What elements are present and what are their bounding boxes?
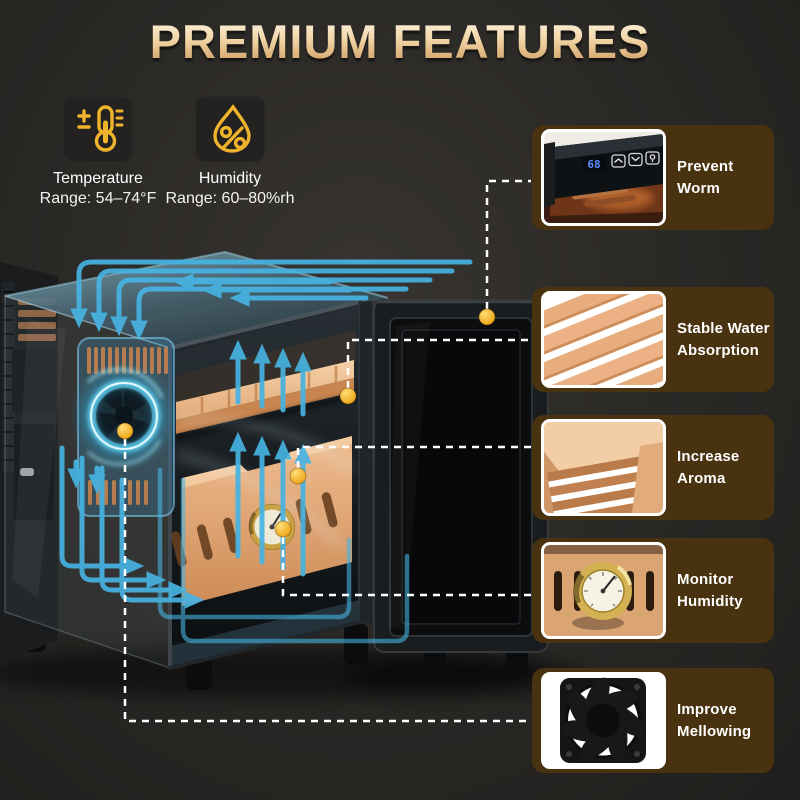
callout-marker-dots [116, 308, 496, 538]
open-glass-door [373, 299, 549, 653]
rear-electronics-cutaway [0, 262, 58, 662]
cooling-fan-thumbnail [541, 672, 666, 769]
spec-label: Humidity [198, 170, 262, 187]
cedar-drawer-thumbnail [541, 419, 666, 516]
spec-range: Range: 60–80%rh [165, 190, 295, 207]
control-panel-thumbnail: 68 [541, 129, 666, 226]
page-title: PREMIUM FEATURES [0, 14, 800, 69]
spec-range: Range: 54–74°F [39, 190, 157, 207]
callout-connector-lines [123, 179, 531, 723]
spec-humidity: Humidity Range: 60–80%rh [154, 96, 306, 210]
feature-label: Increase Aroma [677, 447, 740, 487]
panel-buttons [611, 151, 660, 168]
feature-card-improve-mellowing: Improve Mellowing [532, 668, 774, 773]
feature-label: Monitor Humidity [677, 570, 743, 610]
droplet-percent-icon [195, 96, 265, 162]
spec-label: Temperature [53, 170, 143, 187]
feature-label: Stable Water Absorption [677, 319, 770, 359]
airflow-arrows [59, 259, 473, 644]
feature-card-prevent-worm: 68 Prevent Worm [532, 125, 774, 230]
circulation-fan-glow [69, 361, 179, 471]
door-hinge-strip [360, 301, 372, 624]
light-button-icon [649, 154, 656, 162]
feature-label: Prevent Worm [677, 157, 734, 197]
floor-shadow [0, 646, 585, 698]
feature-label: Improve Mellowing [677, 700, 752, 740]
feature-card-stable-water-absorption: Stable Water Absorption [532, 287, 774, 392]
led-display: 68 [582, 156, 606, 171]
hygrometer-thumbnail [541, 542, 666, 639]
thermometer-icon [63, 96, 133, 162]
temperature-display-value: 68 [587, 158, 600, 171]
spec-temperature: Temperature Range: 54–74°F [22, 96, 174, 210]
feature-card-increase-aroma: Increase Aroma [532, 415, 774, 520]
feature-card-monitor-humidity: Monitor Humidity [532, 538, 774, 643]
cedar-slats-thumbnail [541, 291, 666, 388]
